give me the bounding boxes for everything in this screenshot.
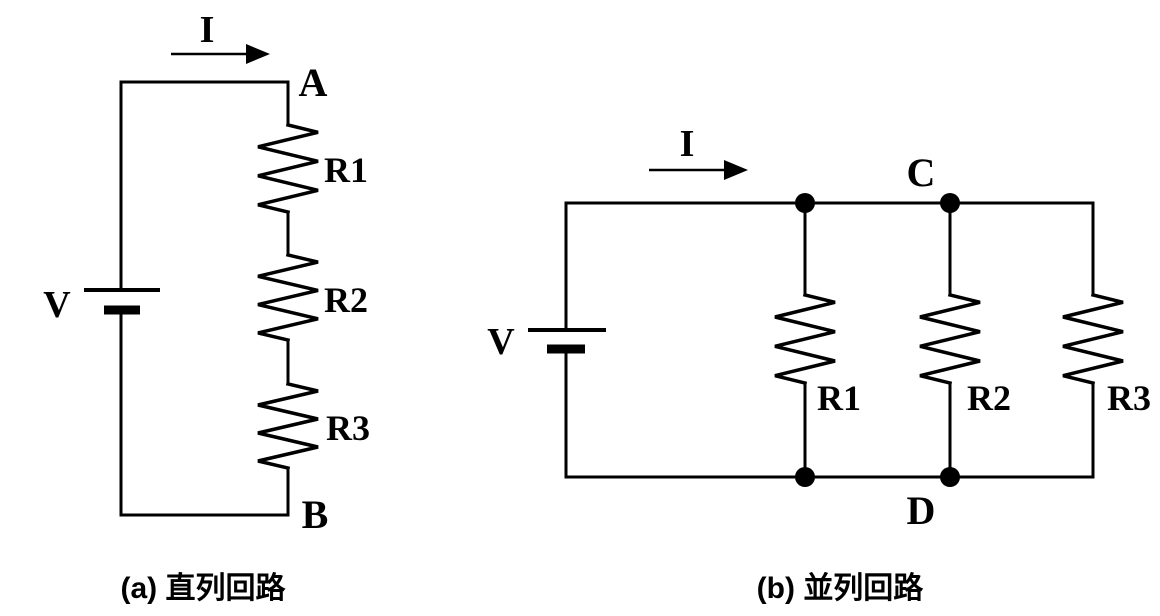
resistor-r3-symbol: [257, 381, 319, 471]
circuit-b-caption: (b) 並列回路: [757, 572, 925, 605]
battery-symbol: [528, 328, 606, 354]
current-arrow: [171, 44, 270, 64]
node-d-label: D: [907, 488, 936, 533]
junction-dot-top-left: [795, 193, 815, 213]
resistor-r1-symbol: [257, 122, 319, 215]
resistor-r2-symbol: [919, 292, 981, 386]
current-label: I: [680, 123, 695, 165]
junction-dot-top-right: [940, 193, 960, 213]
voltage-label: V: [487, 321, 515, 363]
resistor-r2-label: R2: [967, 378, 1011, 418]
node-b-label: B: [302, 492, 329, 537]
resistor-r2-symbol: [257, 252, 319, 343]
resistor-r2-label: R2: [324, 280, 368, 320]
battery-symbol: [84, 288, 160, 315]
junction-dot-bottom-left: [795, 467, 815, 487]
resistor-r3-label: R3: [1107, 378, 1151, 418]
resistor-r1-label: R1: [817, 378, 861, 418]
node-a-label: A: [299, 60, 328, 105]
current-arrow: [649, 160, 748, 180]
circuit-a: I V R1 R2 R3 A B (a) 直列回路: [43, 9, 370, 605]
circuit-b: I V R1 R2 R3 C D: [487, 123, 1151, 605]
current-arrow-head: [246, 44, 270, 64]
junction-dot-bottom-right: [940, 467, 960, 487]
node-c-label: C: [907, 150, 936, 195]
resistor-r1-symbol: [774, 292, 836, 386]
current-label: I: [200, 9, 215, 51]
voltage-label: V: [43, 284, 71, 326]
circuit-a-caption: (a) 直列回路: [121, 572, 287, 605]
resistor-r1-label: R1: [324, 150, 368, 190]
current-arrow-head: [724, 160, 748, 180]
resistor-r3-symbol: [1062, 292, 1124, 386]
resistor-r3-label: R3: [326, 408, 370, 448]
